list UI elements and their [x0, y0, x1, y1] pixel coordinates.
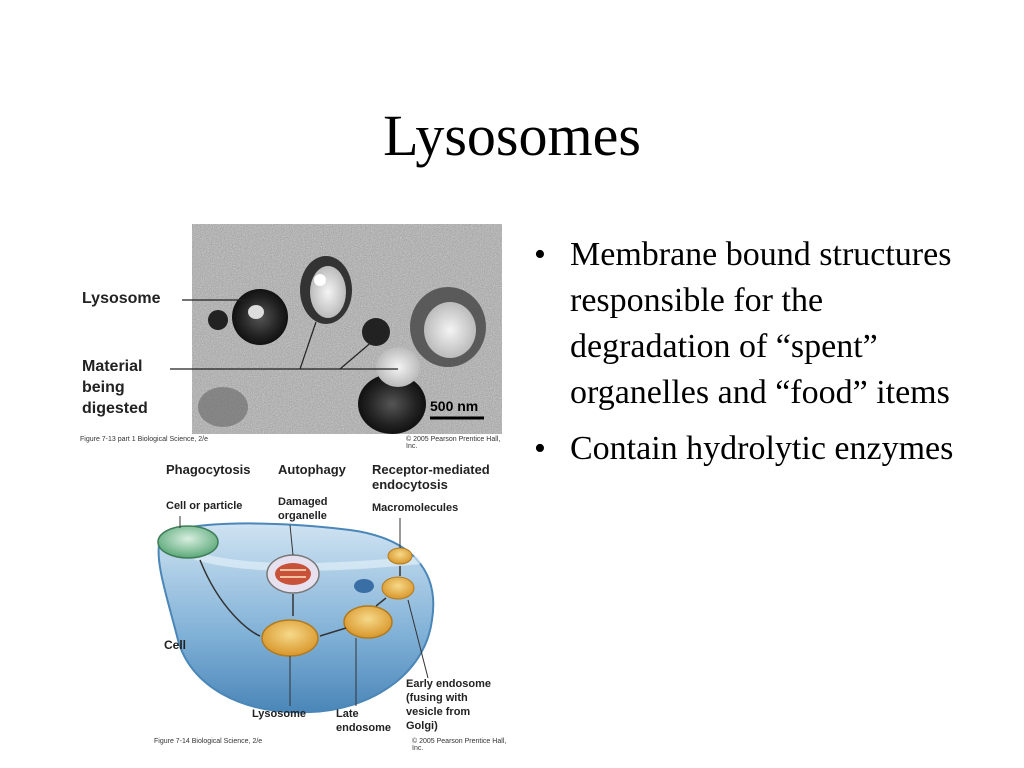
cell-illustration: [157, 516, 435, 714]
figure-caption-left: Figure 7-13 part 1 Biological Science, 2…: [80, 436, 209, 443]
phagocytosis-header: Phagocytosis: [166, 462, 251, 477]
endocytosis-diagram: Phagocytosis Autophagy Receptor-mediated…: [150, 460, 510, 752]
receptor-header-line2: endocytosis: [372, 477, 448, 492]
bullet-item: • Membrane bound structures responsible f…: [532, 232, 962, 416]
being-label: being: [82, 379, 125, 396]
digested-label: digested: [82, 400, 148, 417]
early-endosome-label-line3: vesicle from: [406, 706, 471, 718]
diagram-caption-left: Figure 7-14 Biological Science, 2/e: [154, 738, 263, 745]
early-endosome-label-line1: Early endosome: [406, 678, 491, 690]
autophagy-header: Autophagy: [278, 462, 346, 477]
diagram-caption-right: © 2005 Pearson Prentice Hall, Inc.: [412, 738, 507, 752]
damaged-label-line2: organelle: [278, 510, 327, 522]
macromolecules-label: Macromolecules: [372, 502, 459, 514]
bullet-text: Membrane bound structures responsible fo…: [570, 236, 952, 411]
receptor-header-line1: Receptor-mediated: [372, 462, 490, 477]
micrograph-image: [170, 224, 502, 434]
figure-caption-right: © 2005 Pearson Prentice Hall, Inc.: [406, 436, 501, 450]
bullet-dot: •: [534, 430, 546, 467]
cell-or-particle-label: Cell or particle: [166, 500, 243, 512]
material-label: Material: [82, 358, 143, 375]
bullet-item: • Contain hydrolytic enzymes: [532, 426, 962, 472]
late-endosome-label-line1: Late: [336, 708, 359, 720]
early-endosome-label-line4: Golgi): [406, 720, 438, 732]
scale-bar-label: 500 nm: [430, 398, 479, 414]
bullet-text: Contain hydrolytic enzymes: [570, 430, 954, 467]
bullet-dot: •: [534, 236, 546, 273]
lysosome-diagram-label: Lysosome: [252, 708, 307, 720]
lysosome-label: Lysosome: [82, 290, 161, 307]
slide-title: Lysosomes: [383, 103, 641, 168]
bullet-list: • Membrane bound structures responsible f…: [532, 232, 962, 482]
damaged-label-line1: Damaged: [278, 496, 328, 508]
late-endosome-label-line2: endosome: [336, 722, 392, 734]
early-endosome-label-line2: (fusing with: [406, 692, 468, 704]
micrograph-figure: Lysosome Material being digested 500 nm …: [78, 222, 504, 450]
cell-label: Cell: [164, 638, 187, 652]
